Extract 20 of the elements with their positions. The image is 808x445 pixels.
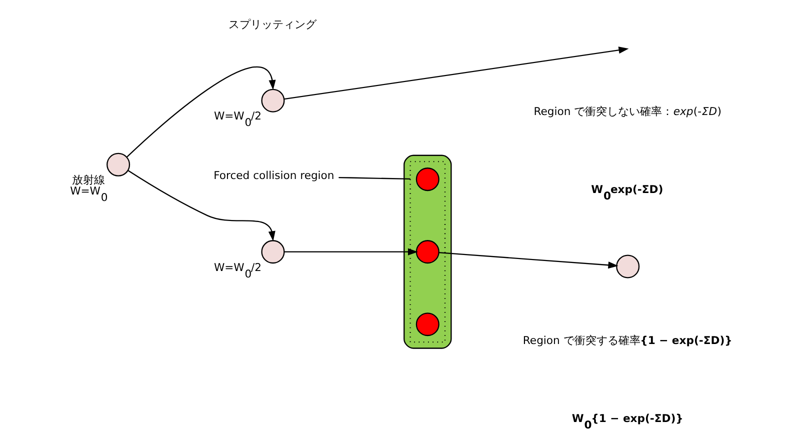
node-text: Forced collision region [213, 169, 334, 182]
label: Region で衝突する確率{1 − exp(-ΣD)} [522, 334, 732, 348]
arrow [126, 66, 276, 158]
label: Region で衝突しない確率：exp(-ΣD) [533, 105, 722, 118]
arrow [284, 248, 418, 256]
node-circle [415, 240, 439, 264]
node-circle [260, 240, 284, 264]
connector [338, 176, 410, 180]
node-circle [616, 254, 640, 278]
node-label: 放射線 [72, 174, 105, 187]
label: スプリッティング [228, 18, 316, 31]
node-circle [106, 152, 130, 176]
cluster [403, 154, 452, 349]
node-circle [415, 312, 439, 336]
node-circle [260, 88, 284, 112]
node-circle [415, 168, 439, 192]
arrow [284, 46, 628, 100]
arrow [127, 170, 275, 242]
cluster [409, 160, 446, 343]
arrow [438, 252, 618, 269]
